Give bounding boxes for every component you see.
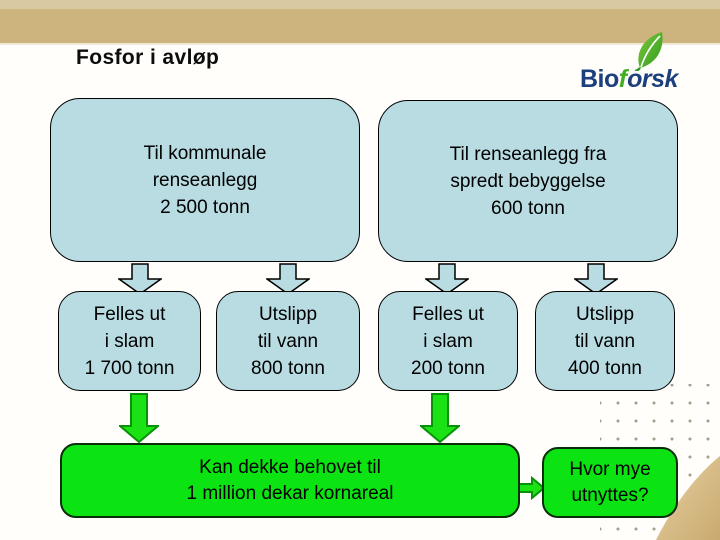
box-line: Hvor mye — [569, 458, 651, 480]
sand-dune-decoration — [656, 456, 720, 540]
down-arrow-icon — [266, 263, 310, 295]
box-line: Utslipp — [258, 303, 318, 325]
box-line: 1 million dekar kornareal — [186, 482, 394, 504]
top-bar-decoration — [0, 9, 720, 45]
box-line: spredt bebyggelse — [450, 170, 606, 192]
down-arrow-icon — [574, 263, 618, 295]
box-line: i slam — [104, 330, 155, 352]
box-line: Til kommunale — [143, 142, 267, 164]
box-line: Felles ut — [93, 303, 166, 325]
box-felles-ut-slam-kommunale: Felles ut i slam 1 700 tonn — [58, 291, 201, 391]
box-line: 800 tonn — [251, 357, 325, 379]
box-line: i slam — [423, 330, 473, 352]
box-line: Til renseanlegg fra — [449, 143, 607, 165]
box-line: til vann — [257, 330, 319, 352]
green-down-arrow-icon — [420, 393, 460, 443]
leaf-icon — [634, 32, 663, 71]
bioforsk-logo: Bioforsk — [580, 32, 712, 94]
box-line: 200 tonn — [411, 357, 485, 379]
box-utslipp-vann-kommunale: Utslipp til vann 800 tonn — [216, 291, 360, 391]
box-kommunale-renseanlegg: Til kommunale renseanlegg 2 500 tonn — [50, 98, 360, 262]
down-arrow-icon — [425, 263, 469, 295]
green-down-arrow-icon — [119, 393, 159, 443]
logo-text-f: f — [618, 65, 628, 93]
box-kan-dekke-behovet: Kan dekke behovet til 1 million dekar ko… — [60, 443, 520, 518]
top-strip-decoration — [0, 0, 720, 9]
logo-wordmark: Bioforsk — [580, 65, 678, 94]
down-arrow-icon — [118, 263, 162, 295]
box-felles-ut-slam-spredt: Felles ut i slam 200 tonn — [378, 291, 518, 391]
box-line: Utslipp — [575, 303, 635, 325]
box-line: 400 tonn — [568, 357, 642, 379]
box-line: 1 700 tonn — [84, 357, 175, 379]
box-line: Felles ut — [412, 303, 484, 325]
box-line: Kan dekke behovet til — [199, 456, 381, 478]
box-line: renseanlegg — [152, 169, 258, 191]
logo-text-bio: Bio — [580, 65, 619, 93]
box-line: til vann — [574, 330, 636, 352]
box-utslipp-vann-spredt: Utslipp til vann 400 tonn — [535, 291, 675, 391]
box-line: utnyttes? — [571, 484, 649, 506]
box-hvor-mye-utnyttes: Hvor mye utnyttes? — [542, 447, 678, 518]
box-spredt-bebyggelse: Til renseanlegg fra spredt bebyggelse 60… — [378, 100, 678, 262]
slide-title: Fosfor i avløp — [76, 46, 220, 69]
logo-text-orsk: orsk — [627, 65, 678, 93]
box-line: 600 tonn — [491, 197, 565, 219]
box-line: 2 500 tonn — [160, 196, 250, 218]
